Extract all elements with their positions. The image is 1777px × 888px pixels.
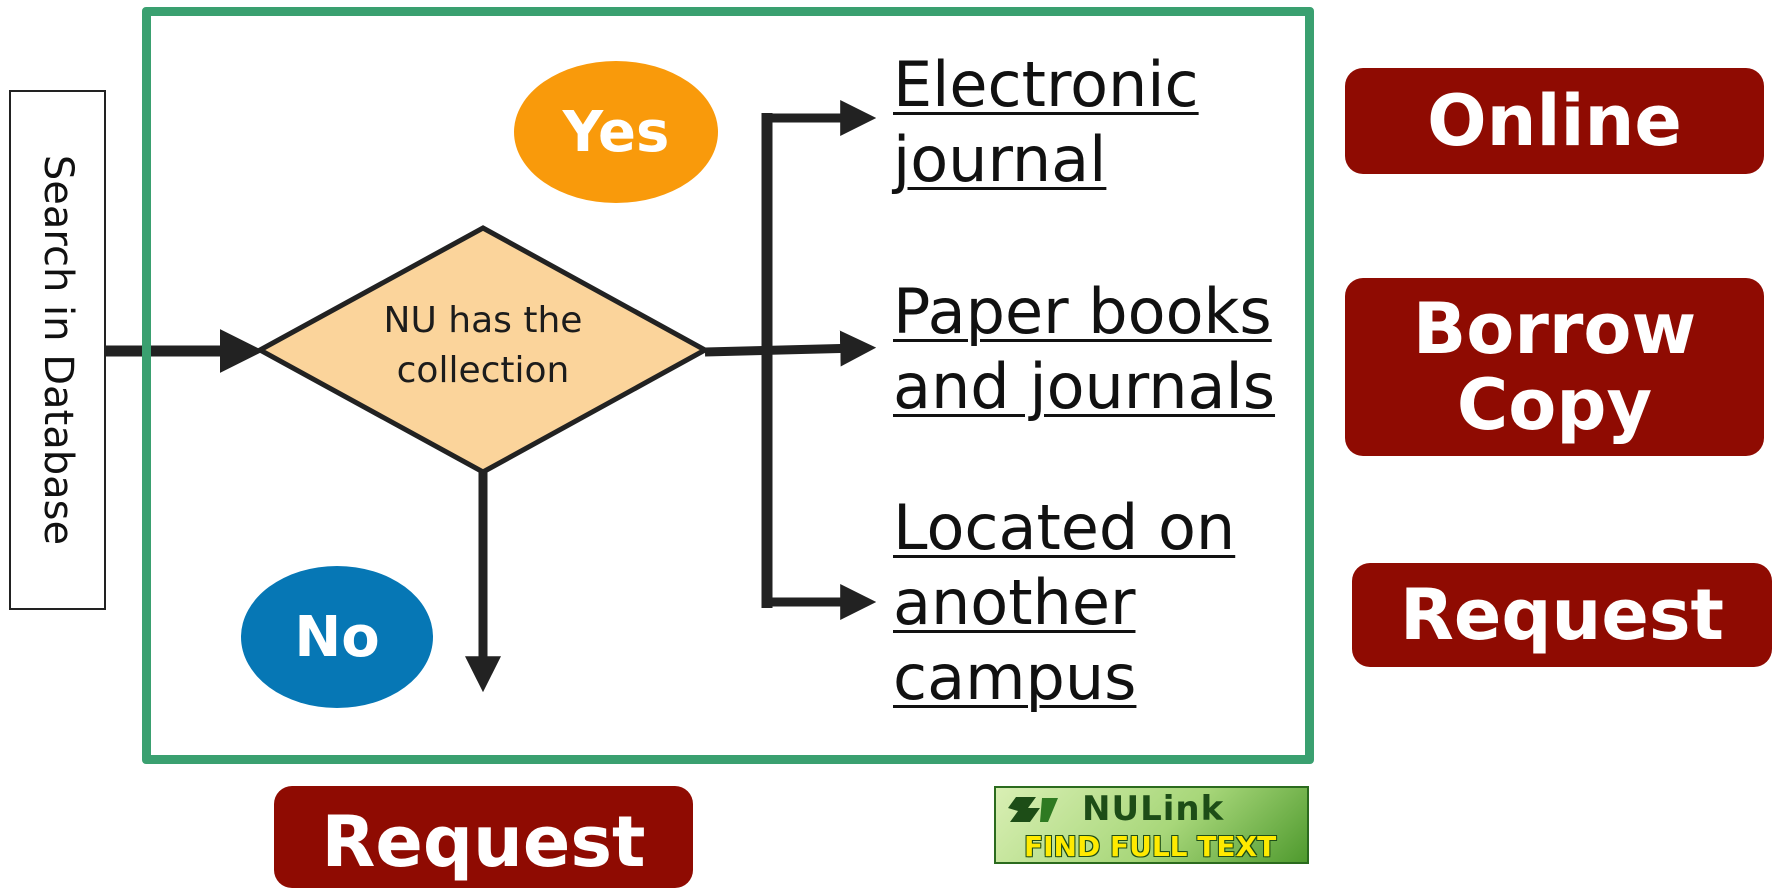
nulink-name: NULink (1082, 789, 1225, 829)
nulink-tagline: FIND FULL TEXT (1024, 830, 1277, 863)
no-label: No (294, 604, 380, 670)
request-button-campus[interactable]: Request (1352, 563, 1772, 667)
decision-label: NU has the collection (333, 296, 633, 396)
request-button-no-collection-label: Request (321, 801, 646, 883)
yes-ellipse: Yes (514, 61, 718, 203)
yes-label: Yes (562, 99, 670, 165)
option-located-line1: Located on (893, 491, 1236, 564)
decision-label-line2: collection (396, 350, 570, 391)
search-database-box: Search in Database (9, 90, 106, 610)
decision-label-line1: NU has the (383, 300, 583, 341)
collection-frame (142, 7, 1314, 764)
borrow-button-line2: Copy (1456, 364, 1653, 446)
option-located-line3: campus (893, 641, 1137, 714)
request-button-no-collection[interactable]: Request (274, 786, 693, 888)
request-button-campus-label: Request (1400, 574, 1724, 656)
option-electronic-line2: journal (893, 123, 1107, 196)
option-paper-books-link[interactable]: Paper books and journals (893, 274, 1275, 424)
online-button[interactable]: Online (1345, 68, 1764, 174)
option-located-line2: another (893, 566, 1136, 639)
option-electronic-journal-link[interactable]: Electronic journal (893, 47, 1199, 197)
online-button-label: Online (1427, 80, 1682, 162)
nulink-find-full-text-button[interactable]: NULink FIND FULL TEXT (994, 786, 1309, 864)
borrow-copy-button[interactable]: Borrow Copy (1345, 278, 1764, 456)
search-database-label: Search in Database (34, 154, 81, 546)
option-paper-line2: and journals (893, 350, 1276, 423)
arrow-to-paper (704, 330, 877, 367)
option-another-campus-link[interactable]: Located on another campus (893, 490, 1235, 715)
borrow-button-line1: Borrow (1412, 288, 1697, 370)
nulink-logo-icon (1008, 797, 1058, 822)
option-electronic-line1: Electronic (893, 48, 1199, 121)
option-paper-line1: Paper books (893, 275, 1272, 348)
no-ellipse: No (241, 566, 433, 708)
